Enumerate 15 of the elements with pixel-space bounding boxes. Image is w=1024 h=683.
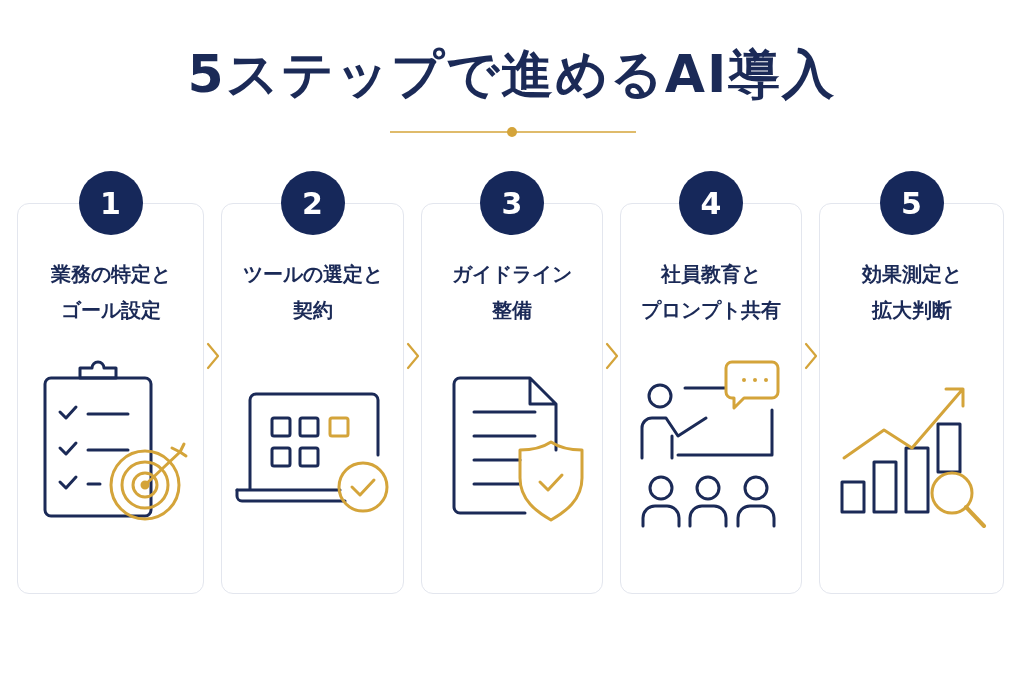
step-heading: 効果測定と拡大判断 [860,261,963,324]
step-heading: 社員教育とプロンプト共有 [640,261,782,324]
step-number-circle: 2 [280,171,345,235]
step-number-circle: 5 [879,171,944,235]
step-number-circle: 3 [480,171,544,235]
step-number-circle: 1 [78,171,143,235]
chevron-arrow [804,342,818,370]
step-heading: ツールの選定と契約 [241,261,384,324]
title: 5ステップで進めるAI導入 [186,43,838,106]
chevron-arrow [605,342,619,370]
step-heading: 業務の特定とゴール設定 [49,261,172,324]
step-heading: ガイドライン整備 [451,261,573,324]
chevron-arrow [406,342,420,370]
chevron-arrow [206,342,220,370]
step-number-circle: 4 [679,171,743,235]
